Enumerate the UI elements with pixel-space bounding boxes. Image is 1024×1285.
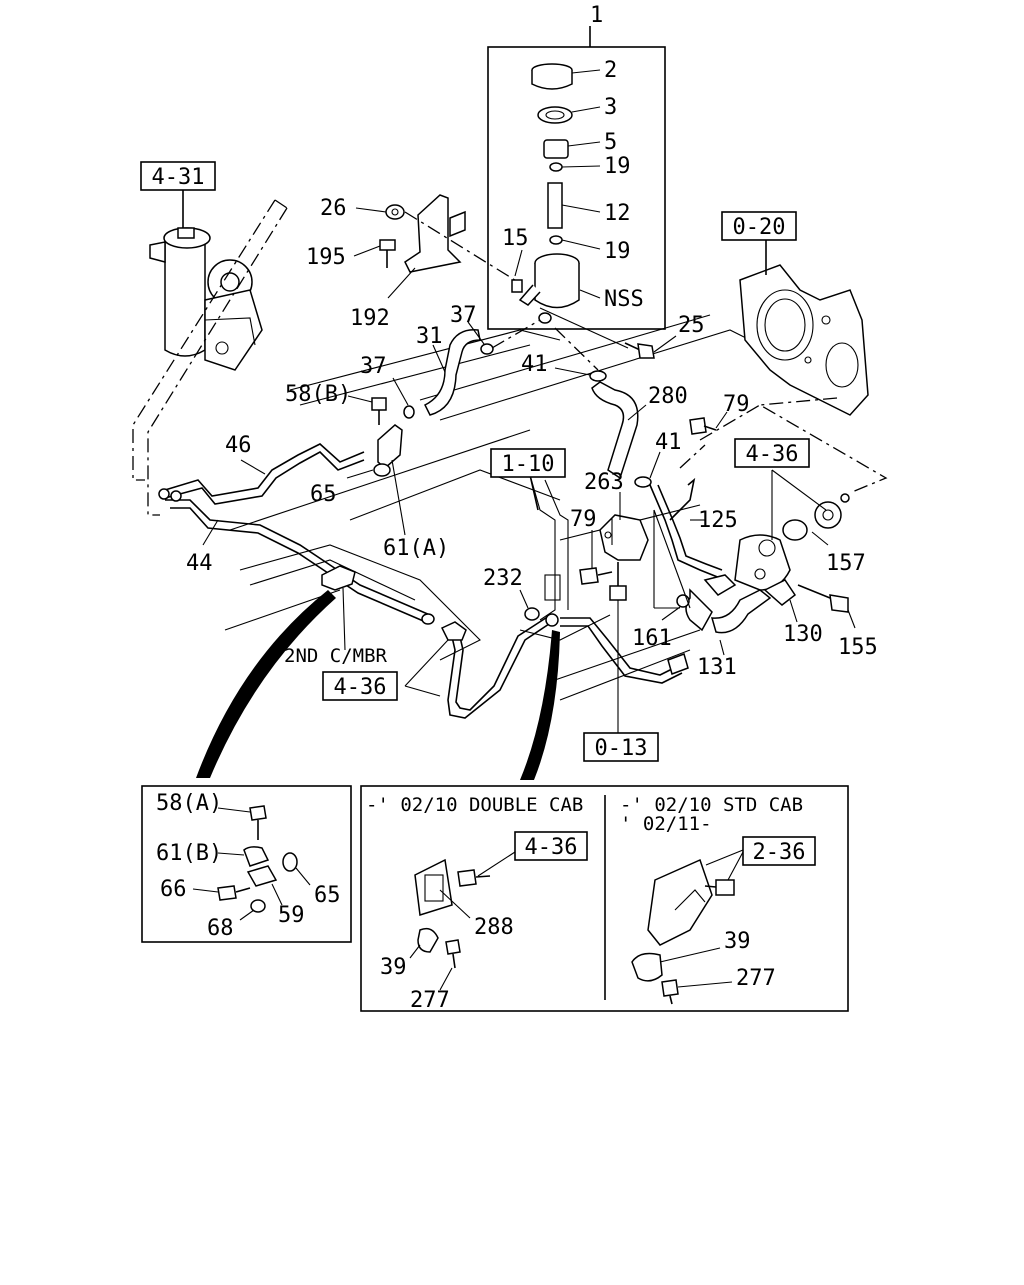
callout-157: 157 (826, 551, 866, 576)
callout-155: 155 (838, 635, 878, 660)
callout-192: 192 (350, 306, 390, 331)
callout-labels: 1 2 3 5 19 12 19 15 NSS 25 26 195 192 37… (186, 3, 878, 680)
pipe-46-44 (158, 443, 435, 651)
callout-2: 2 (604, 58, 617, 83)
callout-15: 15 (502, 226, 529, 251)
lower-pipes (404, 589, 689, 719)
callout-61a: 61(A) (383, 536, 449, 561)
boxed-ref-0-20: 0-20 (721, 211, 797, 241)
callout-41a: 41 (521, 352, 548, 377)
inset-double-callout-277: 277 (410, 988, 450, 1013)
inset-cab-variants: -' 02/10 DOUBLE CAB 4-36 288 39 277 -' 0… (360, 785, 849, 1013)
svg-text:4-36: 4-36 (334, 675, 387, 700)
callout-31: 31 (416, 324, 443, 349)
clamp-61a (346, 395, 406, 536)
boxed-ref-1-10: 1-10 (490, 448, 566, 478)
inset-callout-59: 59 (278, 903, 305, 928)
inset-callout-58a: 58(A) (156, 791, 222, 816)
callout-263: 263 (584, 470, 624, 495)
svg-text:1-10: 1-10 (502, 452, 555, 477)
callout-19a: 19 (604, 154, 631, 179)
bracket-192 (353, 194, 523, 299)
svg-text:2-36: 2-36 (753, 840, 806, 865)
inset-leaders (196, 590, 560, 780)
inset-callout-68: 68 (207, 916, 234, 941)
callout-26: 26 (320, 196, 347, 221)
svg-text:0-20: 0-20 (733, 215, 786, 240)
callout-25: 25 (678, 313, 705, 338)
callout-3: 3 (604, 95, 617, 120)
callout-19b: 19 (604, 239, 631, 264)
callout-37b: 37 (360, 354, 387, 379)
bracket-263 (579, 492, 649, 733)
inset-std-callout-277: 277 (736, 966, 776, 991)
steering-gear (132, 190, 288, 516)
inset-double-title: -' 02/10 DOUBLE CAB (366, 794, 583, 816)
callout-195: 195 (306, 245, 346, 270)
timing-cover-0-20 (679, 240, 888, 493)
callout-232: 232 (483, 566, 523, 591)
callout-44: 44 (186, 551, 213, 576)
pump-assembly (649, 477, 856, 656)
callout-nss: NSS (604, 287, 644, 312)
crossmember-1-10 (529, 474, 569, 621)
inset-double-callout-288: 288 (474, 915, 514, 940)
boxed-ref-4-36-right: 4-36 (734, 438, 810, 468)
bolt-25 (539, 307, 677, 359)
callout-65: 65 (310, 482, 337, 507)
callout-5: 5 (604, 130, 617, 155)
inset-callout-61b: 61(B) (156, 841, 222, 866)
hose-31 (392, 312, 552, 419)
svg-text:4-36: 4-36 (525, 835, 578, 860)
callout-41b: 41 (655, 430, 682, 455)
ref-leaders (771, 469, 827, 540)
svg-text:0-13: 0-13 (595, 736, 648, 761)
callout-12: 12 (604, 201, 631, 226)
callout-58b: 58(B) (285, 382, 351, 407)
svg-text:4-31: 4-31 (152, 165, 205, 190)
callout-130: 130 (783, 622, 823, 647)
inset-callout-66: 66 (160, 877, 187, 902)
boxed-ref-4-36-left: 4-36 (322, 671, 398, 701)
inset-left: 58(A) 61(B) 66 65 68 59 (141, 785, 352, 943)
hose-280 (554, 327, 661, 488)
callout-79a: 79 (723, 392, 750, 417)
callout-37a: 37 (450, 303, 477, 328)
callout-131: 131 (697, 655, 737, 680)
reservoir-group (487, 26, 666, 330)
boxed-ref-0-13: 0-13 (583, 732, 659, 762)
callout-79b: 79 (570, 507, 597, 532)
callout-161: 161 (632, 626, 672, 651)
callout-46: 46 (225, 433, 252, 458)
frame-rails (224, 314, 761, 701)
inset-callout-65: 65 (314, 883, 341, 908)
inset-double-callout-39: 39 (380, 955, 407, 980)
callout-1: 1 (590, 3, 603, 28)
callout-125: 125 (698, 508, 738, 533)
inset-std-title-1: -' 02/10 STD CAB (620, 794, 803, 816)
boxed-ref-4-31: 4-31 (140, 161, 216, 191)
inset-std-callout-39: 39 (724, 929, 751, 954)
callout-280: 280 (648, 384, 688, 409)
inset-std-title-2: ' 02/11- (620, 813, 712, 835)
callout-2nd-c-mbr: 2ND C/MBR (284, 645, 388, 667)
svg-text:4-36: 4-36 (746, 442, 799, 467)
